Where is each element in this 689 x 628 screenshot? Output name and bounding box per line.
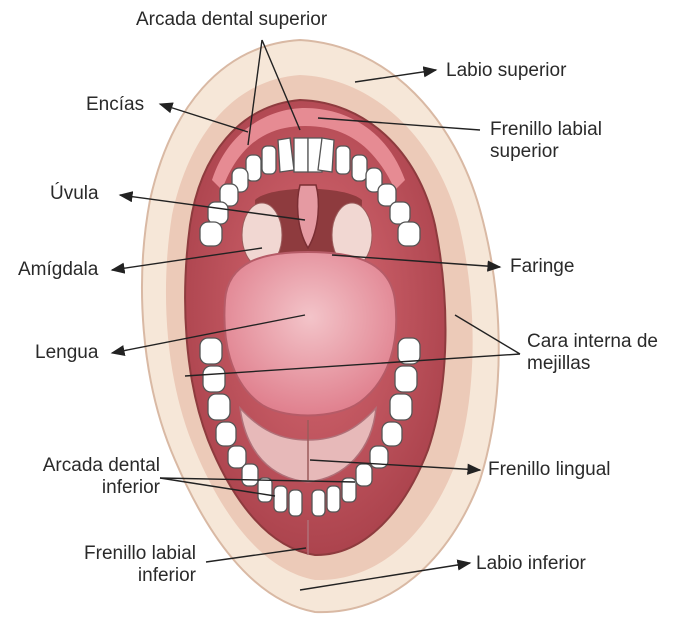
label-labio-superior: Labio superior [446, 60, 566, 82]
label-frenillo-labial-superior-line2: superior [490, 141, 602, 163]
label-frenillo-labial-superior: Frenillo labial superior [490, 119, 602, 163]
label-frenillo-labial-superior-line1: Frenillo labial [490, 119, 602, 141]
label-labio-inferior: Labio inferior [476, 553, 586, 575]
label-frenillo-labial-inferior-line1: Frenillo labial [48, 543, 196, 565]
tongue [224, 252, 396, 416]
label-frenillo-labial-inferior-line2: inferior [48, 565, 196, 587]
label-arcada-inferior-line2: inferior [12, 477, 160, 499]
label-arcada-superior: Arcada dental superior [136, 9, 327, 31]
label-frenillo-lingual: Frenillo lingual [488, 459, 611, 481]
label-cara-interna-line2: mejillas [527, 353, 658, 375]
label-arcada-inferior: Arcada dental inferior [12, 455, 160, 499]
label-arcada-inferior-line1: Arcada dental [12, 455, 160, 477]
label-cara-interna-line1: Cara interna de [527, 331, 658, 353]
label-amigdala: Amígdala [18, 259, 98, 281]
label-frenillo-labial-inferior: Frenillo labial inferior [48, 543, 196, 587]
label-faringe: Faringe [510, 256, 574, 278]
label-cara-interna-mejillas: Cara interna de mejillas [527, 331, 658, 375]
label-encias: Encías [86, 94, 144, 116]
label-lengua: Lengua [35, 342, 98, 364]
label-uvula: Úvula [50, 183, 99, 205]
